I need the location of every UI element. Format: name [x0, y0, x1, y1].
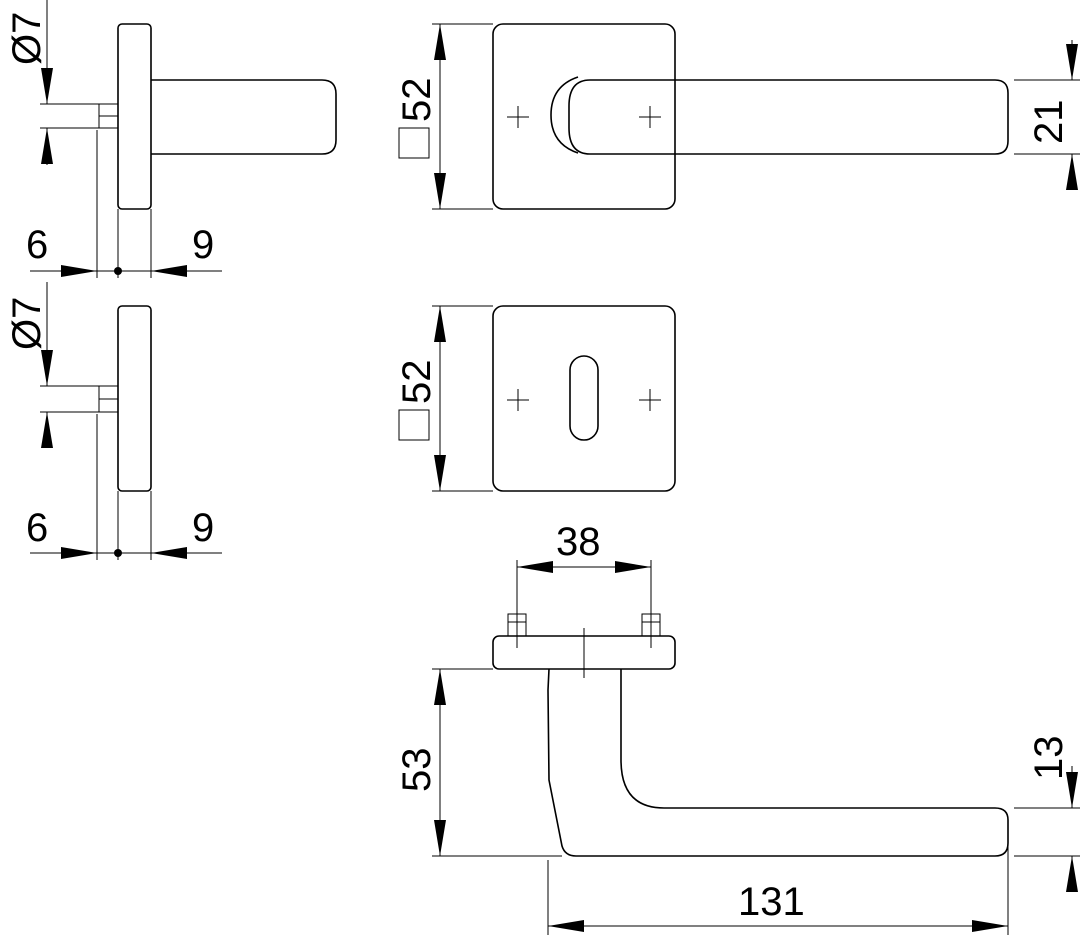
lever-body	[547, 668, 1009, 857]
rose-profile	[117, 305, 152, 492]
reference-dot	[114, 549, 122, 557]
square-rose	[492, 23, 676, 210]
screw-mark-right	[639, 106, 661, 128]
side-view-keyhole: Ø7 6 9	[5, 282, 222, 560]
tip-height-label: 13	[1027, 736, 1071, 781]
keyhole	[569, 355, 599, 441]
lever-front	[568, 79, 1009, 155]
front-view-keyhole-rose: 52	[395, 305, 676, 492]
screw-spacing-label: 38	[556, 520, 601, 564]
projection-label: 53	[395, 748, 439, 793]
screw-mark-left	[507, 389, 529, 411]
rose-size-label: 52	[395, 78, 439, 123]
pin-diameter-label: Ø7	[5, 297, 49, 350]
rose-profile	[117, 23, 152, 210]
rose-size-label: 52	[395, 360, 439, 405]
lever-height-label: 21	[1027, 100, 1071, 145]
right-offset-label: 9	[192, 506, 214, 550]
length-label: 131	[738, 880, 805, 924]
screw-mark-left	[507, 106, 529, 128]
side-view-handle: Ø7 6 9	[5, 0, 337, 278]
square-rose	[492, 305, 676, 492]
right-offset-label: 9	[192, 223, 214, 267]
pin-diameter-label: Ø7	[5, 12, 49, 65]
front-view-handle-rose: 52 21	[395, 23, 1080, 210]
left-offset-label: 6	[26, 506, 48, 550]
reference-dot	[114, 267, 122, 275]
left-offset-label: 6	[26, 223, 48, 267]
top-view-lever: 38 53 13 131	[395, 520, 1080, 935]
square-symbol	[398, 409, 430, 441]
lever-neck	[550, 76, 579, 154]
square-symbol	[398, 127, 430, 159]
screw-mark-right	[639, 389, 661, 411]
lever-profile	[151, 79, 337, 155]
